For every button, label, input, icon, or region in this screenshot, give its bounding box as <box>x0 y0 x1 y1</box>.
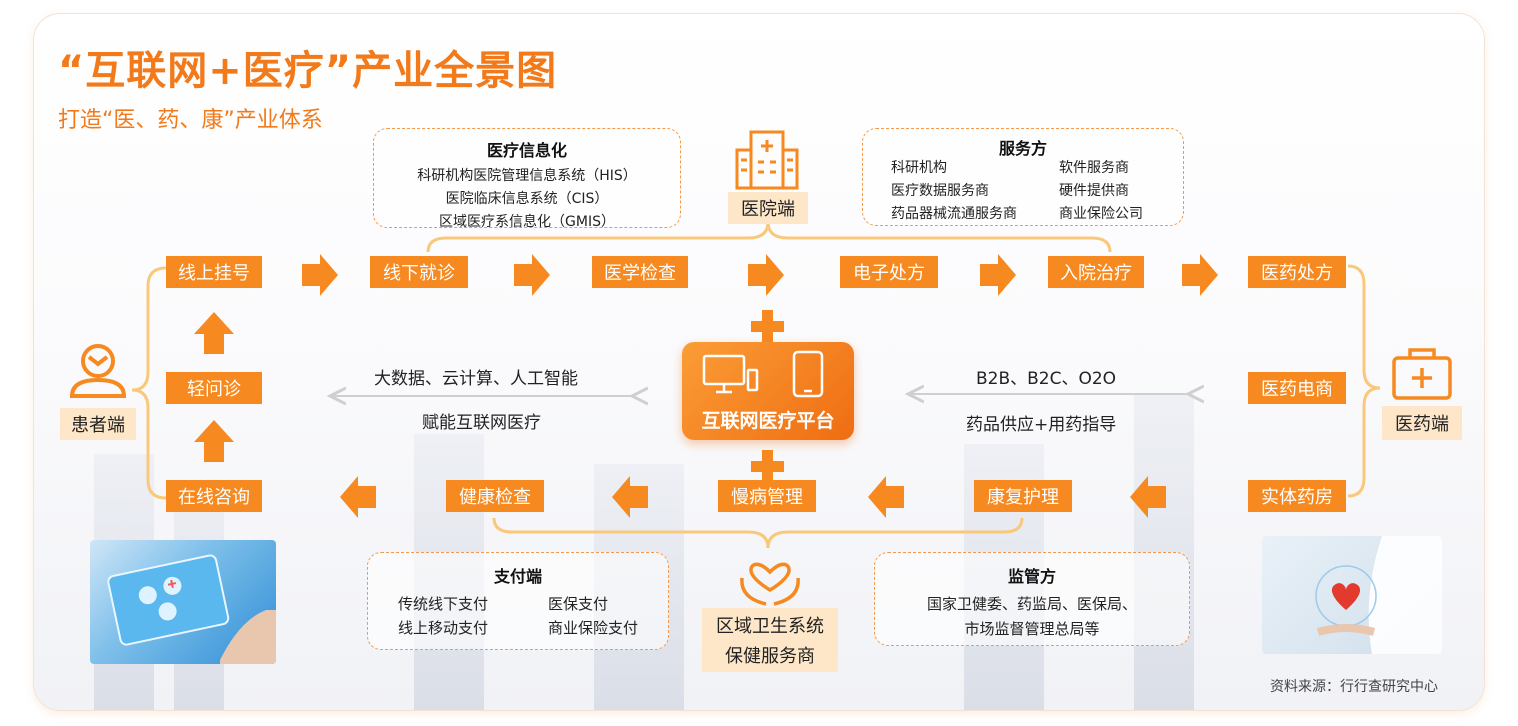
platform-devices-icon <box>702 350 824 398</box>
right-text-models: B2B、B2C、O2O <box>976 369 1117 389</box>
flow-arrows-right <box>302 254 1218 296</box>
medical-info-box: 医疗信息化 科研机构医院管理信息系统（HIS） 医院临床信息系统（CIS） 区域… <box>373 128 681 230</box>
arrow-right <box>514 254 550 296</box>
medical-tablet-illustration <box>107 554 276 664</box>
service-item: 药品器械流通服务商 <box>891 206 1017 222</box>
right-text-supply: 药品供应+用药指导 <box>966 415 1117 435</box>
doctor-heart-photo <box>1262 536 1442 654</box>
bottom-brace <box>492 517 1024 549</box>
service-item: 硬件提供商 <box>1059 183 1129 199</box>
flow-physical-pharmacy: 实体药房 <box>1248 480 1346 512</box>
arrow-left <box>868 476 904 518</box>
arrow-right <box>302 254 338 296</box>
right-brace <box>1347 264 1381 498</box>
flow-arrows-up <box>194 312 234 462</box>
regional-health-line: 保健服务商 <box>725 646 815 667</box>
plus-icon <box>751 450 784 483</box>
payment-box: 支付端 传统线下支付 医保支付 线上移动支付 商业保险支付 <box>367 552 669 650</box>
patient-end-label: 患者端 <box>60 408 136 440</box>
flow-light-consultation: 轻问诊 <box>166 372 262 404</box>
service-title: 服务方 <box>998 139 1047 158</box>
arrow-left <box>1130 476 1166 518</box>
regional-health-line: 区域卫生系统 <box>716 616 824 637</box>
internet-medical-platform: 互联网医疗平台 <box>682 342 854 440</box>
payment-item: 传统线下支付 <box>398 595 489 613</box>
arrow-up <box>194 312 234 354</box>
flow-online-consult: 在线咨询 <box>166 480 262 512</box>
service-item: 商业保险公司 <box>1059 206 1143 222</box>
regulator-line: 国家卫健委、药监局、医保局、 <box>926 595 1137 613</box>
medicine-box-icon <box>1392 348 1452 400</box>
payment-item: 线上移动支付 <box>398 619 489 637</box>
hospital-end-label: 医院端 <box>728 192 808 224</box>
flow-online-registration: 线上挂号 <box>166 256 262 288</box>
left-text-empower: 赋能互联网医疗 <box>422 413 541 433</box>
arrow-up <box>194 420 234 462</box>
service-item: 软件服务商 <box>1059 160 1129 176</box>
service-item: 医疗数据服务商 <box>891 183 989 199</box>
patient-icon <box>69 344 127 398</box>
source-note: 资料来源：行行查研究中心 <box>1270 679 1438 695</box>
hands-heart-icon <box>740 562 800 606</box>
left-text-tech: 大数据、云计算、人工智能 <box>374 369 578 389</box>
doctor-heart-illustration <box>1315 536 1442 654</box>
medical-info-line: 区域医疗系信息化（GMIS） <box>439 214 615 230</box>
arrow-right <box>748 254 784 296</box>
regulator-line: 市场监督管理总局等 <box>964 620 1100 638</box>
plus-icon <box>751 310 784 343</box>
arrow-right <box>980 254 1016 296</box>
flow-rehab-nursing: 康复护理 <box>974 480 1072 512</box>
regulator-title: 监管方 <box>1007 567 1056 586</box>
service-item: 科研机构 <box>891 160 947 176</box>
flow-chronic-disease: 慢病管理 <box>718 480 816 512</box>
regulator-box: 监管方 国家卫健委、药监局、医保局、 市场监督管理总局等 <box>874 552 1190 646</box>
arrow-left <box>612 476 648 518</box>
hospital-icon <box>735 130 799 190</box>
platform-label: 互联网医疗平台 <box>701 410 835 432</box>
flow-health-check: 健康检查 <box>446 480 544 512</box>
arrow-right <box>1182 254 1218 296</box>
plus-signs <box>751 310 784 483</box>
medical-info-line: 科研机构医院管理信息系统（HIS） <box>417 168 637 184</box>
flow-pharmacy-ecommerce: 医药电商 <box>1248 372 1346 404</box>
page-title: “互联网+医疗”产业全景图 <box>58 48 558 94</box>
flow-arrows-left <box>340 476 1166 518</box>
page-subtitle: 打造“医、药、康”产业体系 <box>58 108 323 133</box>
flow-pharmacy-prescription: 医药处方 <box>1248 256 1346 288</box>
flow-e-prescription: 电子处方 <box>840 256 938 288</box>
regional-health-box: 区域卫生系统 保健服务商 <box>702 608 838 672</box>
pharmacy-end-label: 医药端 <box>1382 406 1462 440</box>
arrow-left <box>340 476 376 518</box>
payment-title: 支付端 <box>493 567 542 586</box>
service-provider-box: 服务方 科研机构 软件服务商 医疗数据服务商 硬件提供商 药品器械流通服务商 商… <box>862 128 1184 226</box>
payment-item: 商业保险支付 <box>548 619 639 637</box>
medical-info-line: 医院临床信息系统（CIS） <box>445 191 609 207</box>
flow-offline-visit: 线下就诊 <box>370 256 468 288</box>
payment-item: 医保支付 <box>548 595 609 613</box>
flow-medical-exam: 医学检查 <box>592 256 688 288</box>
tablet-photo <box>90 540 276 664</box>
left-brace <box>131 266 167 500</box>
flow-hospitalization: 入院治疗 <box>1048 256 1144 288</box>
medical-info-title: 医疗信息化 <box>486 141 567 160</box>
